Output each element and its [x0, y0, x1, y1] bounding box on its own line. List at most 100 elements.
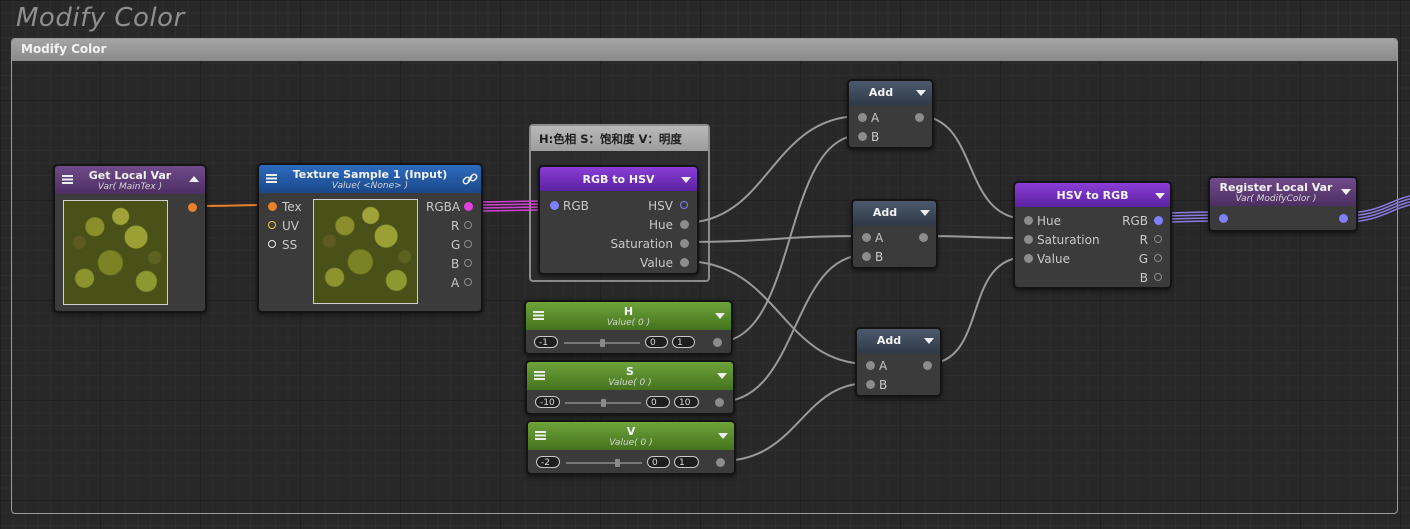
collapse-down-icon[interactable]: [1155, 193, 1165, 199]
max-field[interactable]: 1: [672, 336, 695, 348]
port-label-b: B: [1139, 271, 1148, 285]
node-title: Add: [876, 334, 902, 347]
input-port-value[interactable]: [1024, 254, 1033, 263]
texture-preview: [63, 200, 168, 305]
input-port-b[interactable]: [866, 380, 875, 389]
output-port-hue[interactable]: [680, 220, 689, 229]
input-port-rgb[interactable]: [550, 201, 559, 210]
node-param-v[interactable]: V Value( 0 ) -2 0 1: [526, 420, 736, 475]
max-field[interactable]: 1: [674, 456, 699, 468]
node-header[interactable]: Add: [849, 81, 932, 105]
input-port-uv[interactable]: [268, 221, 276, 229]
node-subtitle: Var( MainTex ): [97, 182, 163, 192]
output-port[interactable]: [1339, 214, 1348, 223]
output-port[interactable]: [713, 338, 722, 347]
node-header[interactable]: S Value( 0 ): [527, 362, 733, 390]
collapse-down-icon[interactable]: [718, 433, 728, 439]
subgroup-header[interactable]: H:色相 S：饱和度 V：明度: [531, 126, 708, 151]
min-field[interactable]: -10: [535, 396, 560, 408]
menu-icon[interactable]: [266, 174, 277, 183]
node-header[interactable]: Texture Sample 1 (Input) Value( <None> ): [259, 165, 481, 193]
node-add-1[interactable]: Add A B: [847, 79, 934, 149]
node-get-local-var[interactable]: Get Local Var Var( MainTex ): [53, 164, 207, 313]
collapse-down-icon[interactable]: [924, 338, 934, 344]
node-header[interactable]: Add: [853, 201, 936, 225]
min-field[interactable]: -1: [534, 336, 558, 348]
value-field[interactable]: 0: [645, 336, 668, 348]
node-header[interactable]: Add: [857, 329, 940, 353]
node-title: V: [626, 425, 636, 438]
input-port-b[interactable]: [858, 132, 867, 141]
node-header[interactable]: Get Local Var Var( MainTex ): [55, 166, 205, 194]
output-port[interactable]: [923, 361, 932, 370]
value-field[interactable]: 0: [646, 396, 670, 408]
slider-handle[interactable]: [601, 399, 606, 407]
output-port-rgba[interactable]: [464, 202, 473, 211]
input-port-b[interactable]: [862, 252, 871, 261]
collapse-down-icon[interactable]: [920, 210, 930, 216]
output-port-b[interactable]: [464, 259, 472, 267]
input-port-ss[interactable]: [268, 240, 276, 248]
port-label-tex: Tex: [282, 200, 302, 214]
output-port-hsv[interactable]: [680, 201, 688, 209]
collapse-down-icon[interactable]: [717, 373, 727, 379]
graph-title: Modify Color: [16, 3, 185, 33]
collapse-down-icon[interactable]: [681, 177, 691, 183]
value-slider[interactable]: [566, 462, 642, 464]
output-port[interactable]: [188, 203, 197, 212]
collapse-down-icon[interactable]: [916, 90, 926, 96]
node-texture-sample[interactable]: Texture Sample 1 (Input) Value( <None> )…: [257, 163, 483, 313]
port-label-b: B: [875, 250, 884, 264]
input-port-a[interactable]: [858, 113, 867, 122]
slider-handle[interactable]: [614, 459, 620, 467]
output-port-rgb[interactable]: [1154, 216, 1163, 225]
menu-icon[interactable]: [533, 311, 544, 320]
port-label-r: R: [1139, 233, 1148, 247]
port-label-hsv: HSV: [648, 199, 673, 213]
link-icon[interactable]: [462, 172, 478, 186]
node-header[interactable]: RGB to HSV: [540, 167, 697, 191]
collapse-up-icon[interactable]: [189, 176, 199, 182]
output-port-value[interactable]: [680, 258, 689, 267]
output-port[interactable]: [716, 458, 725, 467]
output-port-r[interactable]: [1154, 235, 1162, 243]
node-add-2[interactable]: Add A B: [851, 199, 938, 269]
node-rgb-to-hsv[interactable]: RGB to HSV RGB HSV Hue Saturation Value: [538, 165, 699, 275]
node-header[interactable]: Register Local Var Var( ModifyColor ): [1210, 178, 1356, 206]
output-port[interactable]: [715, 398, 724, 407]
max-field[interactable]: 10: [674, 396, 699, 408]
group-header[interactable]: Modify Color: [12, 39, 1397, 61]
output-port-r[interactable]: [464, 221, 472, 229]
node-header[interactable]: V Value( 0 ): [528, 422, 734, 450]
output-port-b[interactable]: [1154, 273, 1162, 281]
port-label-rgba: RGBA: [426, 200, 461, 214]
output-port-saturation[interactable]: [680, 239, 689, 248]
input-port-hue[interactable]: [1024, 216, 1033, 225]
output-port-g[interactable]: [464, 240, 472, 248]
value-field[interactable]: 0: [647, 456, 670, 468]
min-field[interactable]: -2: [536, 456, 560, 468]
input-port-saturation[interactable]: [1024, 235, 1033, 244]
output-port[interactable]: [919, 233, 928, 242]
slider-handle[interactable]: [600, 339, 605, 347]
collapse-down-icon[interactable]: [715, 313, 725, 319]
node-hsv-to-rgb[interactable]: HSV to RGB Hue Saturation Value RGB R G …: [1013, 181, 1172, 289]
menu-icon[interactable]: [62, 175, 73, 184]
input-port-a[interactable]: [862, 233, 871, 242]
node-add-3[interactable]: Add A B: [855, 327, 942, 397]
output-port-g[interactable]: [1154, 254, 1162, 262]
node-header[interactable]: HSV to RGB: [1015, 183, 1170, 207]
node-param-s[interactable]: S Value( 0 ) -10 0 10: [525, 360, 735, 415]
menu-icon[interactable]: [534, 371, 545, 380]
node-subtitle: Value( 0 ): [608, 378, 652, 388]
output-port[interactable]: [915, 113, 924, 122]
input-port-tex[interactable]: [268, 202, 277, 211]
output-port-a[interactable]: [464, 278, 472, 286]
menu-icon[interactable]: [535, 431, 546, 440]
input-port-a[interactable]: [866, 361, 875, 370]
node-header[interactable]: H Value( 0 ): [526, 302, 731, 330]
collapse-down-icon[interactable]: [1341, 189, 1351, 195]
node-param-h[interactable]: H Value( 0 ) -1 0 1: [524, 300, 733, 355]
input-port[interactable]: [1219, 214, 1228, 223]
node-register-local-var[interactable]: Register Local Var Var( ModifyColor ): [1208, 176, 1358, 232]
